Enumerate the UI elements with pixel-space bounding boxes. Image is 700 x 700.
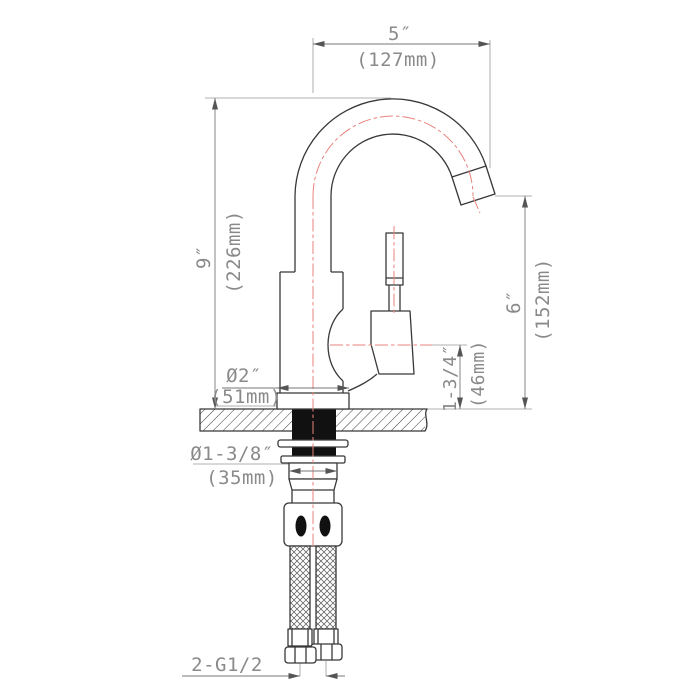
threaded-shank <box>292 409 336 463</box>
centerlines <box>312 115 481 546</box>
handle <box>370 232 415 375</box>
label-supply-thread: 2-G1/2 <box>191 654 263 676</box>
gooseneck-spout <box>294 98 496 272</box>
label-overall-height-mm: (226mm) <box>223 210 245 294</box>
label-outlet-height-mm: (152mm) <box>532 258 554 342</box>
centerline-spout-tip <box>472 196 481 214</box>
handle-body <box>370 310 415 375</box>
hose-inlet-right <box>319 515 331 537</box>
spout-inner-curve <box>330 133 453 272</box>
supply-hose-left <box>289 545 311 630</box>
label-outlet-height-in: 6″ <box>503 290 525 314</box>
label-spout-reach-in: 5″ <box>388 23 412 45</box>
label-handle-to-deck-mm: (46mm) <box>468 340 489 408</box>
dimension-lines <box>182 41 528 679</box>
extension-lines <box>193 38 532 676</box>
label-spout-reach-mm: (127mm) <box>356 49 440 71</box>
hose-end-fittings <box>284 628 343 664</box>
label-overall-height-in: 9″ <box>193 245 215 269</box>
spout-outer-curve <box>294 98 487 272</box>
label-hole-diameter-in: Ø1-3/8″ <box>190 443 274 465</box>
supply-hose-right <box>315 545 337 630</box>
faucet-body <box>279 271 378 393</box>
dimension-labels: 5″ (127mm) 9″ (226mm) 6″ (152mm) 1-3/4″ … <box>190 23 554 676</box>
hose-inlet-left <box>295 515 307 537</box>
label-base-diameter-mm: (51mm) <box>210 386 282 408</box>
label-hole-diameter-mm: (35mm) <box>206 467 278 489</box>
deck-section <box>199 408 428 432</box>
centerline-spout-arc <box>312 115 474 197</box>
faucet-outline <box>199 98 496 664</box>
body-under-handle-curve <box>347 373 378 392</box>
shank-tube <box>291 490 335 503</box>
spout-aerator <box>451 165 496 206</box>
label-handle-to-deck-in: 1-3/4″ <box>440 344 461 412</box>
label-base-diameter-in: Ø2″ <box>226 365 262 387</box>
handle-stem <box>388 285 401 311</box>
cartridge-ball <box>327 308 344 382</box>
